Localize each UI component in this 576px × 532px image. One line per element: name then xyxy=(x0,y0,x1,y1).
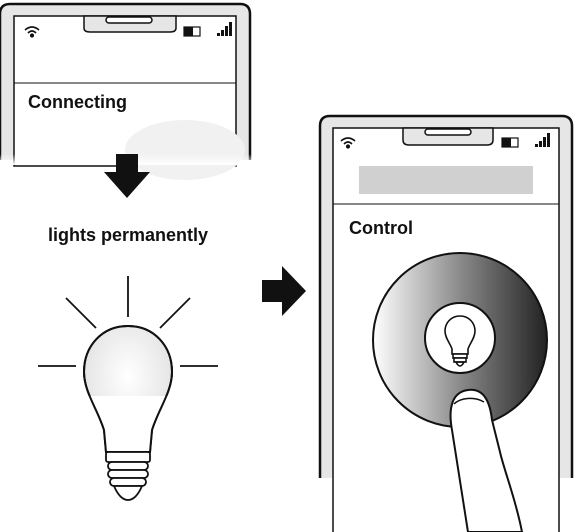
battery-icon xyxy=(501,137,519,148)
light-rays xyxy=(38,276,218,367)
lightbulb-icon xyxy=(444,315,476,367)
signal-icon xyxy=(535,133,550,147)
status-text: lights permanently xyxy=(48,225,208,245)
lightbulb-large xyxy=(38,276,218,501)
down-arrow-icon xyxy=(104,154,150,198)
wifi-icon xyxy=(340,137,356,149)
right-phone: Control xyxy=(318,114,574,532)
address-bar xyxy=(359,166,533,194)
left-phone-speaker xyxy=(105,16,153,24)
wifi-icon xyxy=(24,26,40,38)
right-phone-speaker xyxy=(424,128,472,136)
left-phone: Connecting xyxy=(0,2,254,180)
right-screen-title: Control xyxy=(349,218,413,238)
bulb-base xyxy=(105,451,151,501)
finger-icon xyxy=(449,388,524,532)
signal-icon xyxy=(217,22,232,36)
control-dial[interactable] xyxy=(372,252,548,428)
left-screen-title: Connecting xyxy=(28,92,127,112)
battery-icon xyxy=(183,26,201,37)
right-arrow-icon xyxy=(262,266,306,316)
